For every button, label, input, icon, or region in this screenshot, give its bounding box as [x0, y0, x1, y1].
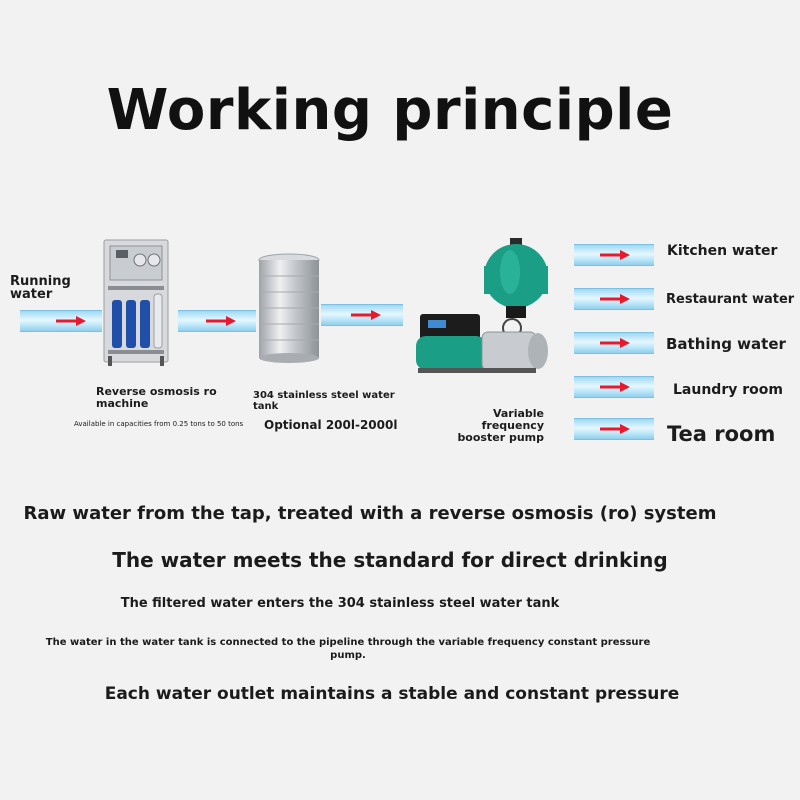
tank-label: 304 stainless steel water tank [253, 390, 395, 412]
outlet-label-laundry: Laundry room [673, 382, 783, 398]
booster-pump-icon [416, 238, 548, 373]
flow-arrow-icon [600, 338, 630, 348]
flow-arrow-icon [206, 316, 236, 326]
ro-capacity-note: Available in capacities from 0.25 tons t… [74, 420, 244, 428]
ro-to-tank-pipe [178, 310, 256, 332]
pump-label: Variable frequency booster pump [457, 407, 544, 444]
ro-machine-label: Reverse osmosis ro machine [96, 385, 217, 410]
outlet-pipe-laundry [574, 376, 654, 398]
outlet-pipe-tea [574, 418, 654, 440]
outlet-pipe-bathing [574, 332, 654, 354]
flow-arrow-icon [600, 250, 630, 260]
tank-option: Optional 200l-2000l [264, 418, 398, 432]
flow-arrow-icon [600, 382, 630, 392]
ro-machine-icon [103, 239, 169, 366]
description-4: The water in the water tank is connected… [45, 637, 651, 661]
outlet-label-tea: Tea room [667, 422, 776, 446]
steel-tank-icon [258, 253, 320, 363]
page-title: Working principle [106, 78, 674, 143]
description-5: Each water outlet maintains a stable and… [104, 684, 680, 704]
flow-arrow-icon [56, 316, 86, 326]
description-2: The water meets the standard for direct … [112, 548, 668, 572]
outlet-pipe-restaurant [574, 288, 654, 310]
tank-to-pump-pipe [321, 304, 403, 326]
inlet-label: Running water [10, 274, 71, 302]
inlet-pipe [20, 310, 102, 332]
outlet-label-bathing: Bathing water [666, 335, 786, 353]
description-1: Raw water from the tap, treated with a r… [23, 503, 717, 524]
description-3: The filtered water enters the 304 stainl… [120, 596, 560, 611]
outlet-pipe-kitchen [574, 244, 654, 266]
outlet-label-restaurant: Restaurant water [666, 292, 795, 307]
outlet-label-kitchen: Kitchen water [667, 243, 778, 259]
flow-arrow-icon [600, 294, 630, 304]
flow-arrow-icon [600, 424, 630, 434]
flow-arrow-icon [351, 310, 381, 320]
